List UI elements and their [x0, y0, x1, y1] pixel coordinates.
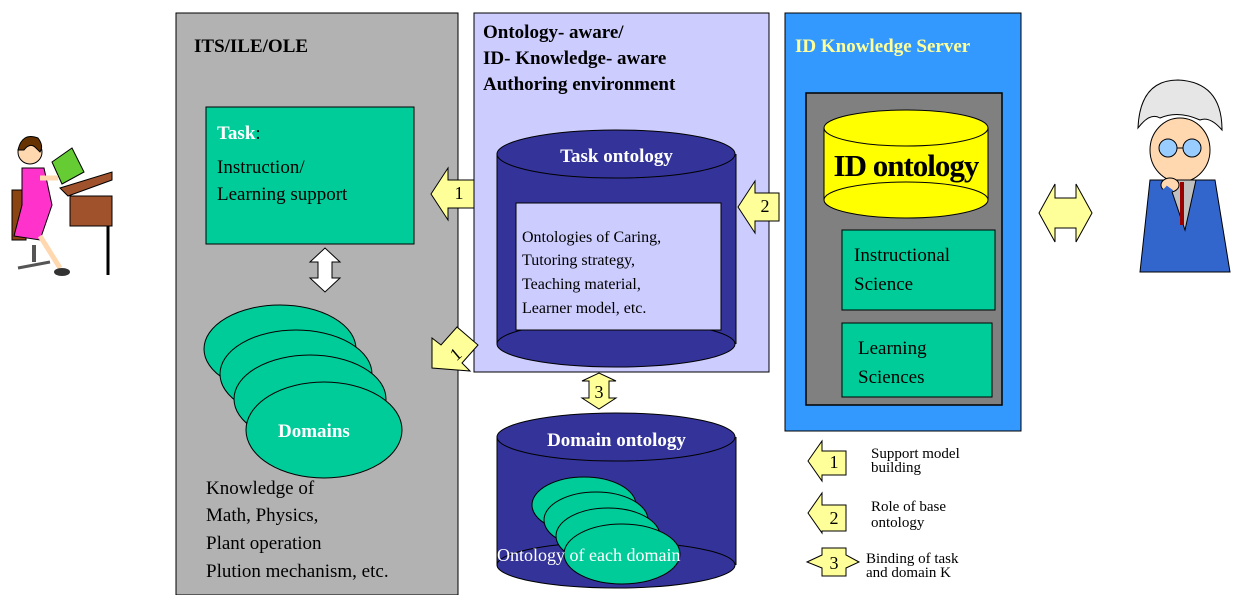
- domain-onto-ellipse-4: [563, 523, 681, 585]
- domain-ellipse-4: [245, 381, 403, 479]
- legend-2-number: 2: [829, 508, 839, 528]
- authoring-title-2: ID- Knowledge- aware: [483, 48, 667, 69]
- legend-2-line-1: Role of base: [871, 499, 946, 515]
- ontologies-line-3: Teaching material,: [522, 276, 641, 293]
- learning-line-2: Sciences: [858, 367, 925, 388]
- each-domain-label: Ontology of each domain: [497, 545, 681, 565]
- expert-illustration: [1137, 79, 1231, 273]
- ontologies-line-1: Ontologies of Caring,: [522, 229, 662, 246]
- task-ontology-label: Task ontology: [560, 146, 673, 167]
- legend-2-text: Role of base ontology: [871, 499, 946, 531]
- arrow-1-domains: [431, 326, 479, 372]
- legend-3-line-2: and domain K: [866, 565, 951, 581]
- arrow-2: [737, 179, 780, 235]
- student-illustration: [11, 136, 113, 276]
- task-colon: :: [255, 123, 261, 144]
- authoring-title-3: Authoring environment: [483, 74, 676, 95]
- task-domain-double-arrow: [308, 247, 342, 293]
- instructional-line-1: Instructional: [854, 245, 951, 266]
- knowledge-line-2: Math, Physics,: [206, 505, 319, 526]
- legend-1-line-1: Support model: [871, 446, 960, 462]
- arrow-2-number: 2: [760, 196, 770, 216]
- legend-1-number: 1: [829, 452, 839, 472]
- its-panel-title: ITS/ILE/OLE: [194, 36, 309, 57]
- knowledge-line-4: Plution mechanism, etc.: [206, 561, 389, 582]
- legend-arrow-1: [807, 439, 847, 483]
- legend-1-text: Support model building: [871, 446, 960, 476]
- ontologies-line-4: Learner model, etc.: [522, 300, 647, 317]
- server-expert-double-arrow: [1038, 183, 1093, 243]
- task-line-2: Learning support: [217, 184, 348, 205]
- ontologies-line-2: Tutoring strategy,: [522, 252, 636, 269]
- legend-3-line-1: Binding of task: [866, 551, 959, 567]
- id-ontology-cylinder: [823, 109, 989, 219]
- arrow-1-task-number: 1: [454, 183, 464, 203]
- domain-ontology-cylinder: [496, 412, 737, 589]
- legend-arrow-2: [807, 491, 847, 535]
- task-box: [205, 106, 415, 245]
- task-label: Task: [217, 123, 256, 144]
- task-box-text: Task:: [217, 123, 412, 145]
- legend-arrow-3: [805, 547, 861, 577]
- knowledge-line-1: Knowledge of: [206, 478, 315, 499]
- ontologies-box: [515, 202, 722, 331]
- task-line-1: Instruction/: [217, 157, 305, 178]
- instructional-line-2: Science: [854, 274, 914, 295]
- domains-label: Domains: [278, 421, 350, 442]
- domain-ontology-label: Domain ontology: [547, 430, 686, 451]
- id-server-title: ID Knowledge Server: [795, 36, 971, 57]
- legend-2-line-2: ontology: [871, 515, 925, 531]
- legend-3-text: Binding of task and domain K: [866, 551, 959, 581]
- knowledge-line-3: Plant operation: [206, 533, 322, 554]
- learning-sciences-box: [841, 322, 993, 398]
- legend-1-line-2: building: [871, 460, 922, 476]
- arrow-1-task: [430, 166, 475, 222]
- authoring-title-1: Ontology- aware/: [483, 22, 624, 43]
- learning-line-1: Learning: [858, 338, 927, 359]
- arrow-3: [580, 372, 618, 410]
- id-ontology-label: ID ontology: [833, 148, 980, 183]
- legend-3-number: 3: [829, 553, 839, 573]
- instructional-science-box: [841, 229, 996, 311]
- arrow-3-number: 3: [594, 382, 604, 402]
